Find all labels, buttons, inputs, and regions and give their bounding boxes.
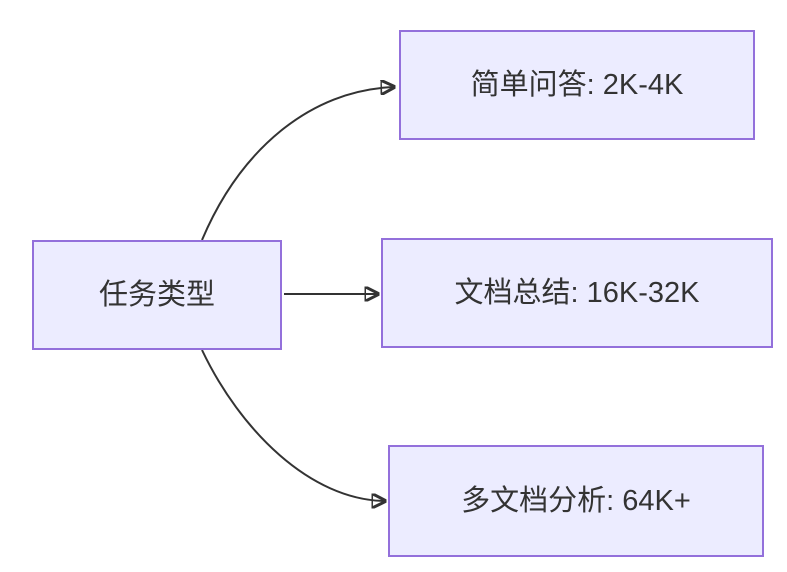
node-simple-qa-label: 简单问答: 2K-4K [470, 68, 684, 101]
node-multi-doc: 多文档分析: 64K+ [388, 445, 764, 557]
node-doc-summary: 文档总结: 16K-32K [381, 238, 773, 348]
node-simple-qa: 简单问答: 2K-4K [399, 30, 755, 140]
node-task-type-label: 任务类型 [98, 278, 215, 311]
edge-task-type-to-multi-doc [201, 349, 385, 501]
node-multi-doc-label: 多文档分析: 64K+ [461, 484, 691, 517]
node-task-type: 任务类型 [32, 240, 282, 350]
edge-task-type-to-simple-qa [201, 87, 394, 241]
node-doc-summary-label: 文档总结: 16K-32K [454, 276, 700, 309]
